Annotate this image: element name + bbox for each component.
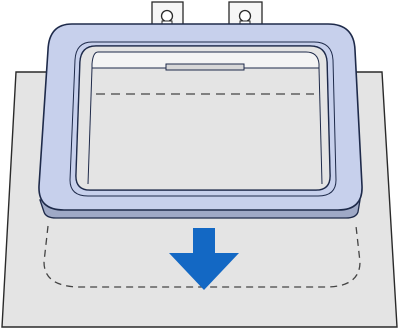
hoop-latch bbox=[166, 64, 244, 70]
